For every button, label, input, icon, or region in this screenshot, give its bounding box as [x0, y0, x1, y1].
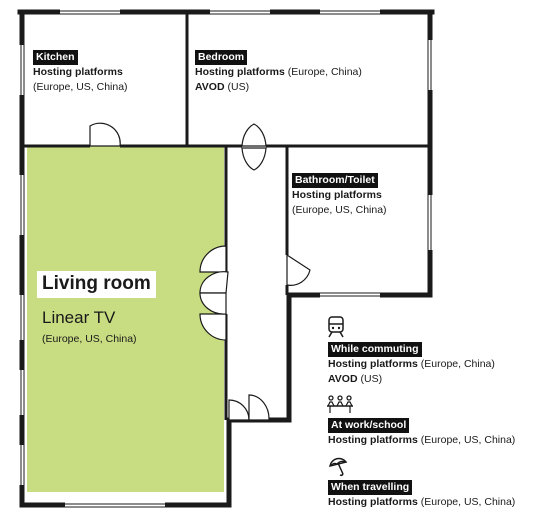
bedroom-title: Bedroom — [195, 50, 248, 65]
bedroom-line1-rest: (Europe, China) — [287, 66, 362, 78]
bedroom-line2-bold: AVOD — [195, 81, 225, 93]
kitchen-line2: (Europe, US, China) — [33, 81, 128, 93]
umbrella-icon — [329, 457, 348, 477]
commuting-line1-bold: Hosting platforms — [328, 358, 418, 370]
meeting-icon — [327, 395, 353, 413]
bathroom-line2: (Europe, US, China) — [292, 204, 387, 216]
living-room-area — [27, 146, 224, 492]
kitchen-title: Kitchen — [33, 50, 78, 65]
work-line1-rest: (Europe, US, China) — [420, 434, 516, 446]
work-title: At work/school — [328, 418, 410, 433]
inner-walls — [22, 12, 430, 420]
travelling-label: When travelling Hosting platforms (Europ… — [328, 480, 515, 510]
bathroom-label: Bathroom/Toilet Hosting platforms (Europ… — [292, 173, 387, 218]
train-icon — [328, 316, 344, 338]
bathroom-title: Bathroom/Toilet — [292, 173, 378, 188]
doors — [89, 122, 311, 421]
commuting-label: While commuting Hosting platforms (Europ… — [328, 342, 495, 387]
commuting-line2-rest: (US) — [360, 373, 383, 385]
kitchen-label: Kitchen Hosting platforms (Europe, US, C… — [33, 50, 128, 95]
work-label: At work/school Hosting platforms (Europe… — [328, 418, 515, 448]
travelling-title: When travelling — [328, 480, 413, 495]
commuting-title: While commuting — [328, 342, 422, 357]
bedroom-line2-rest: (US) — [227, 81, 250, 93]
commuting-line2-bold: AVOD — [328, 373, 358, 385]
bedroom-label: Bedroom Hosting platforms (Europe, China… — [195, 50, 362, 95]
work-line1-bold: Hosting platforms — [328, 434, 418, 446]
travelling-line1-rest: (Europe, US, China) — [420, 496, 516, 508]
bedroom-line1-bold: Hosting platforms — [195, 66, 285, 78]
bathroom-line1: Hosting platforms — [292, 189, 382, 201]
commuting-line1-rest: (Europe, China) — [420, 358, 495, 370]
living-room-regions: (Europe, US, China) — [42, 333, 137, 345]
kitchen-line1: Hosting platforms — [33, 66, 123, 78]
living-room-subtitle: Linear TV — [42, 308, 116, 327]
windows — [19, 9, 433, 509]
travelling-line1-bold: Hosting platforms — [328, 496, 418, 508]
living-room-title: Living room — [37, 271, 156, 298]
